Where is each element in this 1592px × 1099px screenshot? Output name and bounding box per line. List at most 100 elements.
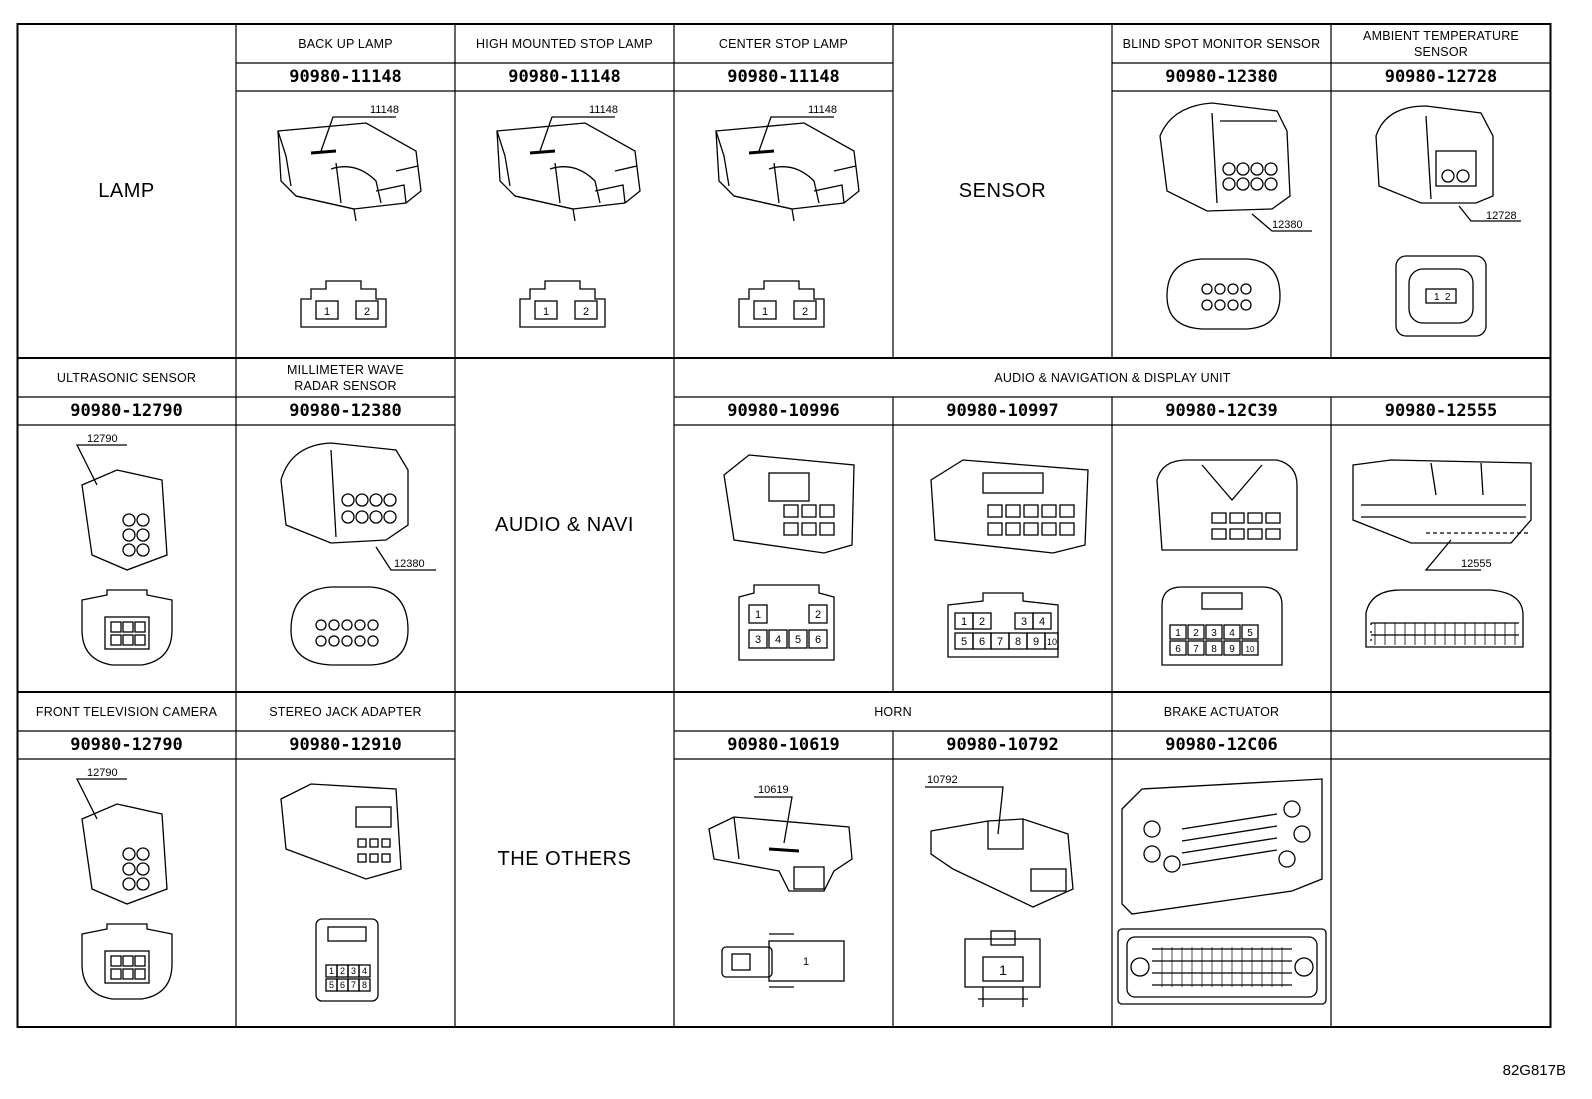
pin-label: 2 xyxy=(815,609,821,621)
part-number: 90980-12380 xyxy=(1165,67,1278,87)
connector-cell-high-mounted-stop-lamp: HIGH MOUNTED STOP LAMP 90980-11148 11148… xyxy=(455,24,674,358)
connector-cell-10792: 90980-10792 10792 1 xyxy=(893,692,1112,1027)
part-number: 90980-12C39 xyxy=(1165,401,1278,421)
pin-label: 4 xyxy=(1229,628,1235,639)
pin-label: 2 xyxy=(1445,292,1451,303)
lamp-connector-drawing: 11148 1 2 xyxy=(277,104,422,328)
connector-cell-12c39: 90980-12C39 1 2 3 4 5 6 7 8 9 10 xyxy=(1112,358,1331,692)
callout-label: 12790 xyxy=(87,433,118,445)
part-number: 90980-12910 xyxy=(289,735,402,755)
sensor-connector-drawing: 12728 1 2 xyxy=(1375,105,1521,337)
pin-label: 5 xyxy=(1247,628,1253,639)
av-connector-drawing: 12555 xyxy=(1352,459,1532,648)
part-number: 90980-11148 xyxy=(289,67,402,87)
pin-label: 2 xyxy=(1193,628,1199,639)
pin-label: 4 xyxy=(1039,616,1045,628)
pin-label: 4 xyxy=(775,634,781,646)
group-lamp: LAMP xyxy=(17,24,236,358)
connector-name: BRAKE ACTUATOR xyxy=(1163,704,1280,719)
multi-pin-connector-drawing: 12380 xyxy=(280,442,436,666)
connector-name: AUDIO & NAVIGATION & DISPLAY UNIT xyxy=(994,370,1231,385)
pin-label: 10 xyxy=(1047,637,1057,647)
pin-label: 2 xyxy=(583,306,589,318)
pin-label: 1 xyxy=(999,962,1007,978)
part-number: 90980-12380 xyxy=(289,401,402,421)
group-label-lamp: LAMP xyxy=(98,179,155,202)
connector-cell-10619: 90980-10619 10619 1 xyxy=(674,692,893,1027)
jack-connector-drawing: 1 2 3 4 5 6 7 8 xyxy=(280,783,402,1002)
group-label-sensor: SENSOR xyxy=(958,179,1047,202)
part-number: 90980-12555 xyxy=(1384,401,1498,421)
connector-cell-10997: 90980-10997 1 2 3 4 5 6 7 8 9 10 xyxy=(893,358,1112,692)
group-label-audio-navi: AUDIO & NAVI xyxy=(495,513,634,536)
pin-label: 1 xyxy=(324,306,330,318)
pin-label: 1 xyxy=(961,616,967,628)
empty-cell xyxy=(1331,692,1551,1027)
callout-label: 12728 xyxy=(1486,210,1517,222)
group-audio-navi: AUDIO & NAVI xyxy=(455,358,674,692)
pin-label: 5 xyxy=(795,634,801,646)
connector-cell-center-stop-lamp: CENTER STOP LAMP 90980-11148 11148 1 2 xyxy=(674,24,893,358)
pin-label: 2 xyxy=(979,616,985,628)
callout-label: 12380 xyxy=(394,558,425,570)
pin-label: 1 xyxy=(762,306,768,318)
horn-connector-drawing: 10619 1 xyxy=(708,784,853,988)
callout-label: 11148 xyxy=(370,104,399,116)
multi-pin-connector-drawing: 12380 xyxy=(1159,102,1312,330)
connector-name: HORN xyxy=(874,704,912,719)
connector-group-audio-nav-display: AUDIO & NAVIGATION & DISPLAY UNIT xyxy=(674,358,1551,397)
pin-label: 3 xyxy=(1021,616,1027,628)
pin-label: 6 xyxy=(815,634,821,646)
pin-label: 1 xyxy=(329,966,334,976)
part-number: 90980-10792 xyxy=(946,735,1059,755)
part-number: 90980-12790 xyxy=(70,401,183,421)
callout-label: 12555 xyxy=(1461,558,1492,570)
connector-cell-ultrasonic-sensor: ULTRASONIC SENSOR 90980-12790 12790 xyxy=(17,358,236,692)
pin-label: 7 xyxy=(997,636,1003,648)
pin-label: 6 xyxy=(979,636,985,648)
connector-cell-millimeter-wave-radar: MILLIMETER WAVE RADAR SENSOR 90980-12380… xyxy=(236,358,455,692)
callout-label: 11148 xyxy=(589,104,618,116)
pin-label: 6 xyxy=(340,980,345,990)
connector-cell-12555: 90980-12555 12555 xyxy=(1331,358,1551,692)
pin-label: 4 xyxy=(362,966,367,976)
lamp-connector-drawing: 11148 1 2 xyxy=(715,104,860,328)
pin-label: 7 xyxy=(351,980,356,990)
pin-label: 2 xyxy=(340,966,345,976)
pin-label: 10 xyxy=(1246,645,1255,654)
callout-label: 12790 xyxy=(87,767,118,779)
pin-label: 8 xyxy=(1211,644,1217,655)
lamp-connector-drawing: 11148 1 2 xyxy=(496,104,641,328)
camera-connector-drawing: 12790 xyxy=(75,767,173,1000)
connector-cell-front-television-camera: FRONT TELEVISION CAMERA 90980-12790 1279… xyxy=(17,692,236,1027)
pin-label: 5 xyxy=(961,636,967,648)
connector-name: STEREO JACK ADAPTER xyxy=(269,704,422,719)
pin-label: 1 xyxy=(755,609,761,621)
sensor-connector-drawing: 12790 xyxy=(75,433,173,666)
pin-label: 2 xyxy=(364,306,370,318)
callout-label: 12380 xyxy=(1272,219,1303,231)
pin-label: 7 xyxy=(1193,644,1199,655)
connector-group-horn: HORN xyxy=(674,692,1112,731)
pin-label: 1 xyxy=(1175,628,1181,639)
connector-name: BLIND SPOT MONITOR SENSOR xyxy=(1122,36,1321,51)
connector-cell-ambient-temperature: AMBIENT TEMPERATURE SENSOR 90980-12728 1… xyxy=(1331,24,1551,358)
av-connector-drawing: 1 2 3 4 5 6 7 8 9 10 xyxy=(1156,459,1298,666)
connector-name: CENTER STOP LAMP xyxy=(718,36,849,51)
pin-label: 3 xyxy=(755,634,761,646)
pin-label: 6 xyxy=(1175,644,1181,655)
av-connector-drawing: 1 2 3 4 5 6 7 8 9 10 xyxy=(930,459,1089,658)
connector-name: BACK UP LAMP xyxy=(298,36,393,51)
connector-cell-10996: 90980-10996 1 2 3 4 5 6 xyxy=(674,358,893,692)
connector-name: HIGH MOUNTED STOP LAMP xyxy=(476,36,653,51)
pin-label: 1 xyxy=(543,306,549,318)
group-the-others: THE OTHERS xyxy=(455,692,674,1027)
part-number: 90980-11148 xyxy=(727,67,840,87)
part-number: 90980-10619 xyxy=(727,735,840,755)
pin-label: 8 xyxy=(1015,636,1021,648)
pin-label: 1 xyxy=(803,956,809,968)
connector-cell-blind-spot-monitor: BLIND SPOT MONITOR SENSOR 90980-12380 12… xyxy=(1112,24,1331,358)
connector-cell-back-up-lamp: BACK UP LAMP 90980-11148 11148 1 2 xyxy=(236,24,455,358)
pin-label: 9 xyxy=(1229,644,1235,655)
